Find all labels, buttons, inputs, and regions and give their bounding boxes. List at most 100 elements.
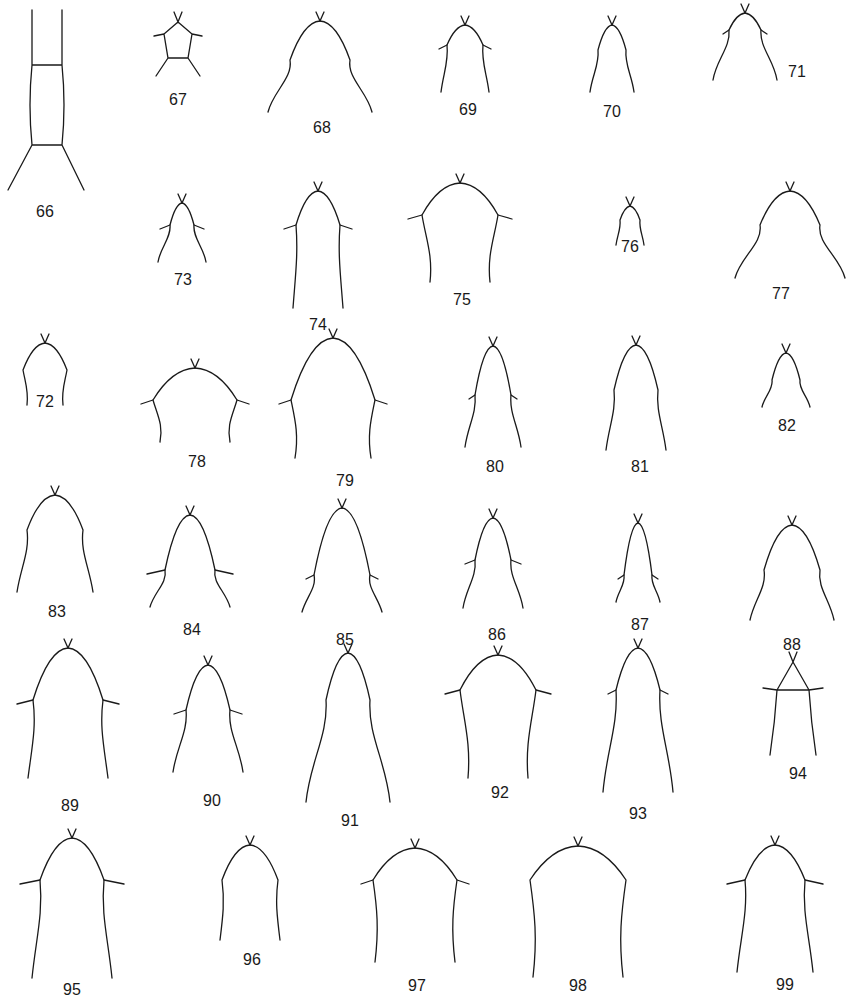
outline-side bbox=[306, 653, 348, 802]
stub bbox=[306, 575, 378, 579]
outline-side bbox=[750, 525, 792, 620]
antenna bbox=[411, 839, 419, 848]
figure-number: 71 bbox=[788, 64, 806, 80]
outline-side bbox=[636, 345, 666, 450]
outline-side bbox=[606, 345, 636, 450]
figure-number: 67 bbox=[169, 92, 187, 108]
outline-side bbox=[342, 508, 382, 612]
antenna bbox=[489, 509, 497, 518]
antenna bbox=[178, 194, 186, 203]
antenna bbox=[41, 334, 49, 343]
outline-side bbox=[17, 495, 55, 592]
figure-number: 80 bbox=[486, 459, 504, 475]
outline-side bbox=[713, 13, 745, 80]
figure-number: 97 bbox=[408, 978, 426, 994]
figure-number: 94 bbox=[789, 766, 807, 782]
stub bbox=[727, 880, 823, 884]
figure-number: 92 bbox=[491, 785, 509, 801]
outline-side bbox=[302, 508, 342, 612]
outline-side bbox=[268, 21, 320, 112]
figure-number: 95 bbox=[63, 982, 81, 998]
stub bbox=[618, 575, 658, 579]
antenna bbox=[634, 514, 642, 523]
outline-side bbox=[638, 523, 660, 602]
outline-side bbox=[220, 845, 250, 940]
outline-side bbox=[616, 523, 638, 602]
figure-number: 68 bbox=[313, 120, 331, 136]
antenna bbox=[68, 829, 76, 838]
outline-side bbox=[786, 353, 810, 407]
figure-number: 79 bbox=[336, 473, 354, 489]
figure-number: 76 bbox=[621, 239, 639, 255]
stub bbox=[465, 560, 521, 564]
figure-number: 93 bbox=[629, 806, 647, 822]
antenna bbox=[489, 337, 497, 346]
outline-side bbox=[72, 838, 112, 978]
outline-side bbox=[465, 25, 489, 92]
outline-side bbox=[173, 665, 208, 772]
figure-number: 82 bbox=[778, 418, 796, 434]
antenna bbox=[338, 499, 346, 508]
outline-side bbox=[578, 846, 626, 977]
outline-side bbox=[348, 653, 390, 802]
antenna bbox=[786, 182, 794, 191]
outline-side bbox=[460, 183, 498, 282]
stub bbox=[361, 880, 469, 884]
antenna bbox=[741, 4, 749, 13]
stub bbox=[284, 225, 352, 229]
outline-side bbox=[638, 648, 673, 792]
outline-side bbox=[792, 525, 834, 620]
antenna bbox=[608, 16, 616, 25]
stub bbox=[279, 400, 387, 404]
figure-number: 81 bbox=[631, 459, 649, 475]
antenna bbox=[191, 359, 199, 368]
figure-number: 74 bbox=[309, 317, 327, 333]
outline-figure bbox=[8, 10, 84, 190]
outline-side bbox=[158, 203, 182, 262]
stub bbox=[147, 570, 233, 574]
figure-number: 73 bbox=[174, 272, 192, 288]
outline-side bbox=[28, 648, 68, 778]
outline-side bbox=[153, 368, 195, 442]
outline-side bbox=[441, 25, 465, 92]
outline-side bbox=[293, 191, 318, 308]
outline-side bbox=[465, 346, 493, 447]
figure-number: 89 bbox=[61, 798, 79, 814]
outline-group bbox=[8, 4, 845, 978]
antenna bbox=[494, 646, 502, 655]
figure-number: 99 bbox=[776, 977, 794, 993]
stub bbox=[608, 690, 668, 694]
outline-side bbox=[415, 848, 457, 962]
antenna bbox=[626, 197, 634, 206]
antenna bbox=[632, 336, 640, 345]
antenna bbox=[456, 174, 464, 183]
figure-number: 87 bbox=[631, 617, 649, 633]
stub bbox=[469, 395, 517, 399]
antenna bbox=[782, 344, 790, 353]
outline-side bbox=[32, 838, 72, 978]
outline-side bbox=[790, 191, 845, 278]
stub bbox=[20, 880, 124, 884]
figure-number: 75 bbox=[453, 292, 471, 308]
antenna bbox=[204, 656, 212, 665]
stub bbox=[723, 30, 767, 34]
antenna bbox=[64, 639, 72, 648]
figure-number: 90 bbox=[203, 793, 221, 809]
antenna bbox=[574, 837, 582, 846]
outline-side bbox=[493, 346, 521, 447]
figure-number: 70 bbox=[603, 104, 621, 120]
stub bbox=[408, 215, 512, 219]
stub bbox=[141, 400, 249, 404]
outline-side bbox=[422, 183, 460, 282]
outline-side bbox=[190, 515, 230, 607]
outline-side bbox=[612, 25, 634, 92]
figure-number: 77 bbox=[772, 286, 790, 302]
figure-number: 96 bbox=[243, 952, 261, 968]
figure-number: 83 bbox=[48, 604, 66, 620]
stub bbox=[445, 690, 551, 694]
outline-side bbox=[762, 353, 786, 407]
outline-side bbox=[55, 495, 93, 592]
figure-number: 66 bbox=[36, 204, 54, 220]
outline-side bbox=[460, 655, 498, 778]
